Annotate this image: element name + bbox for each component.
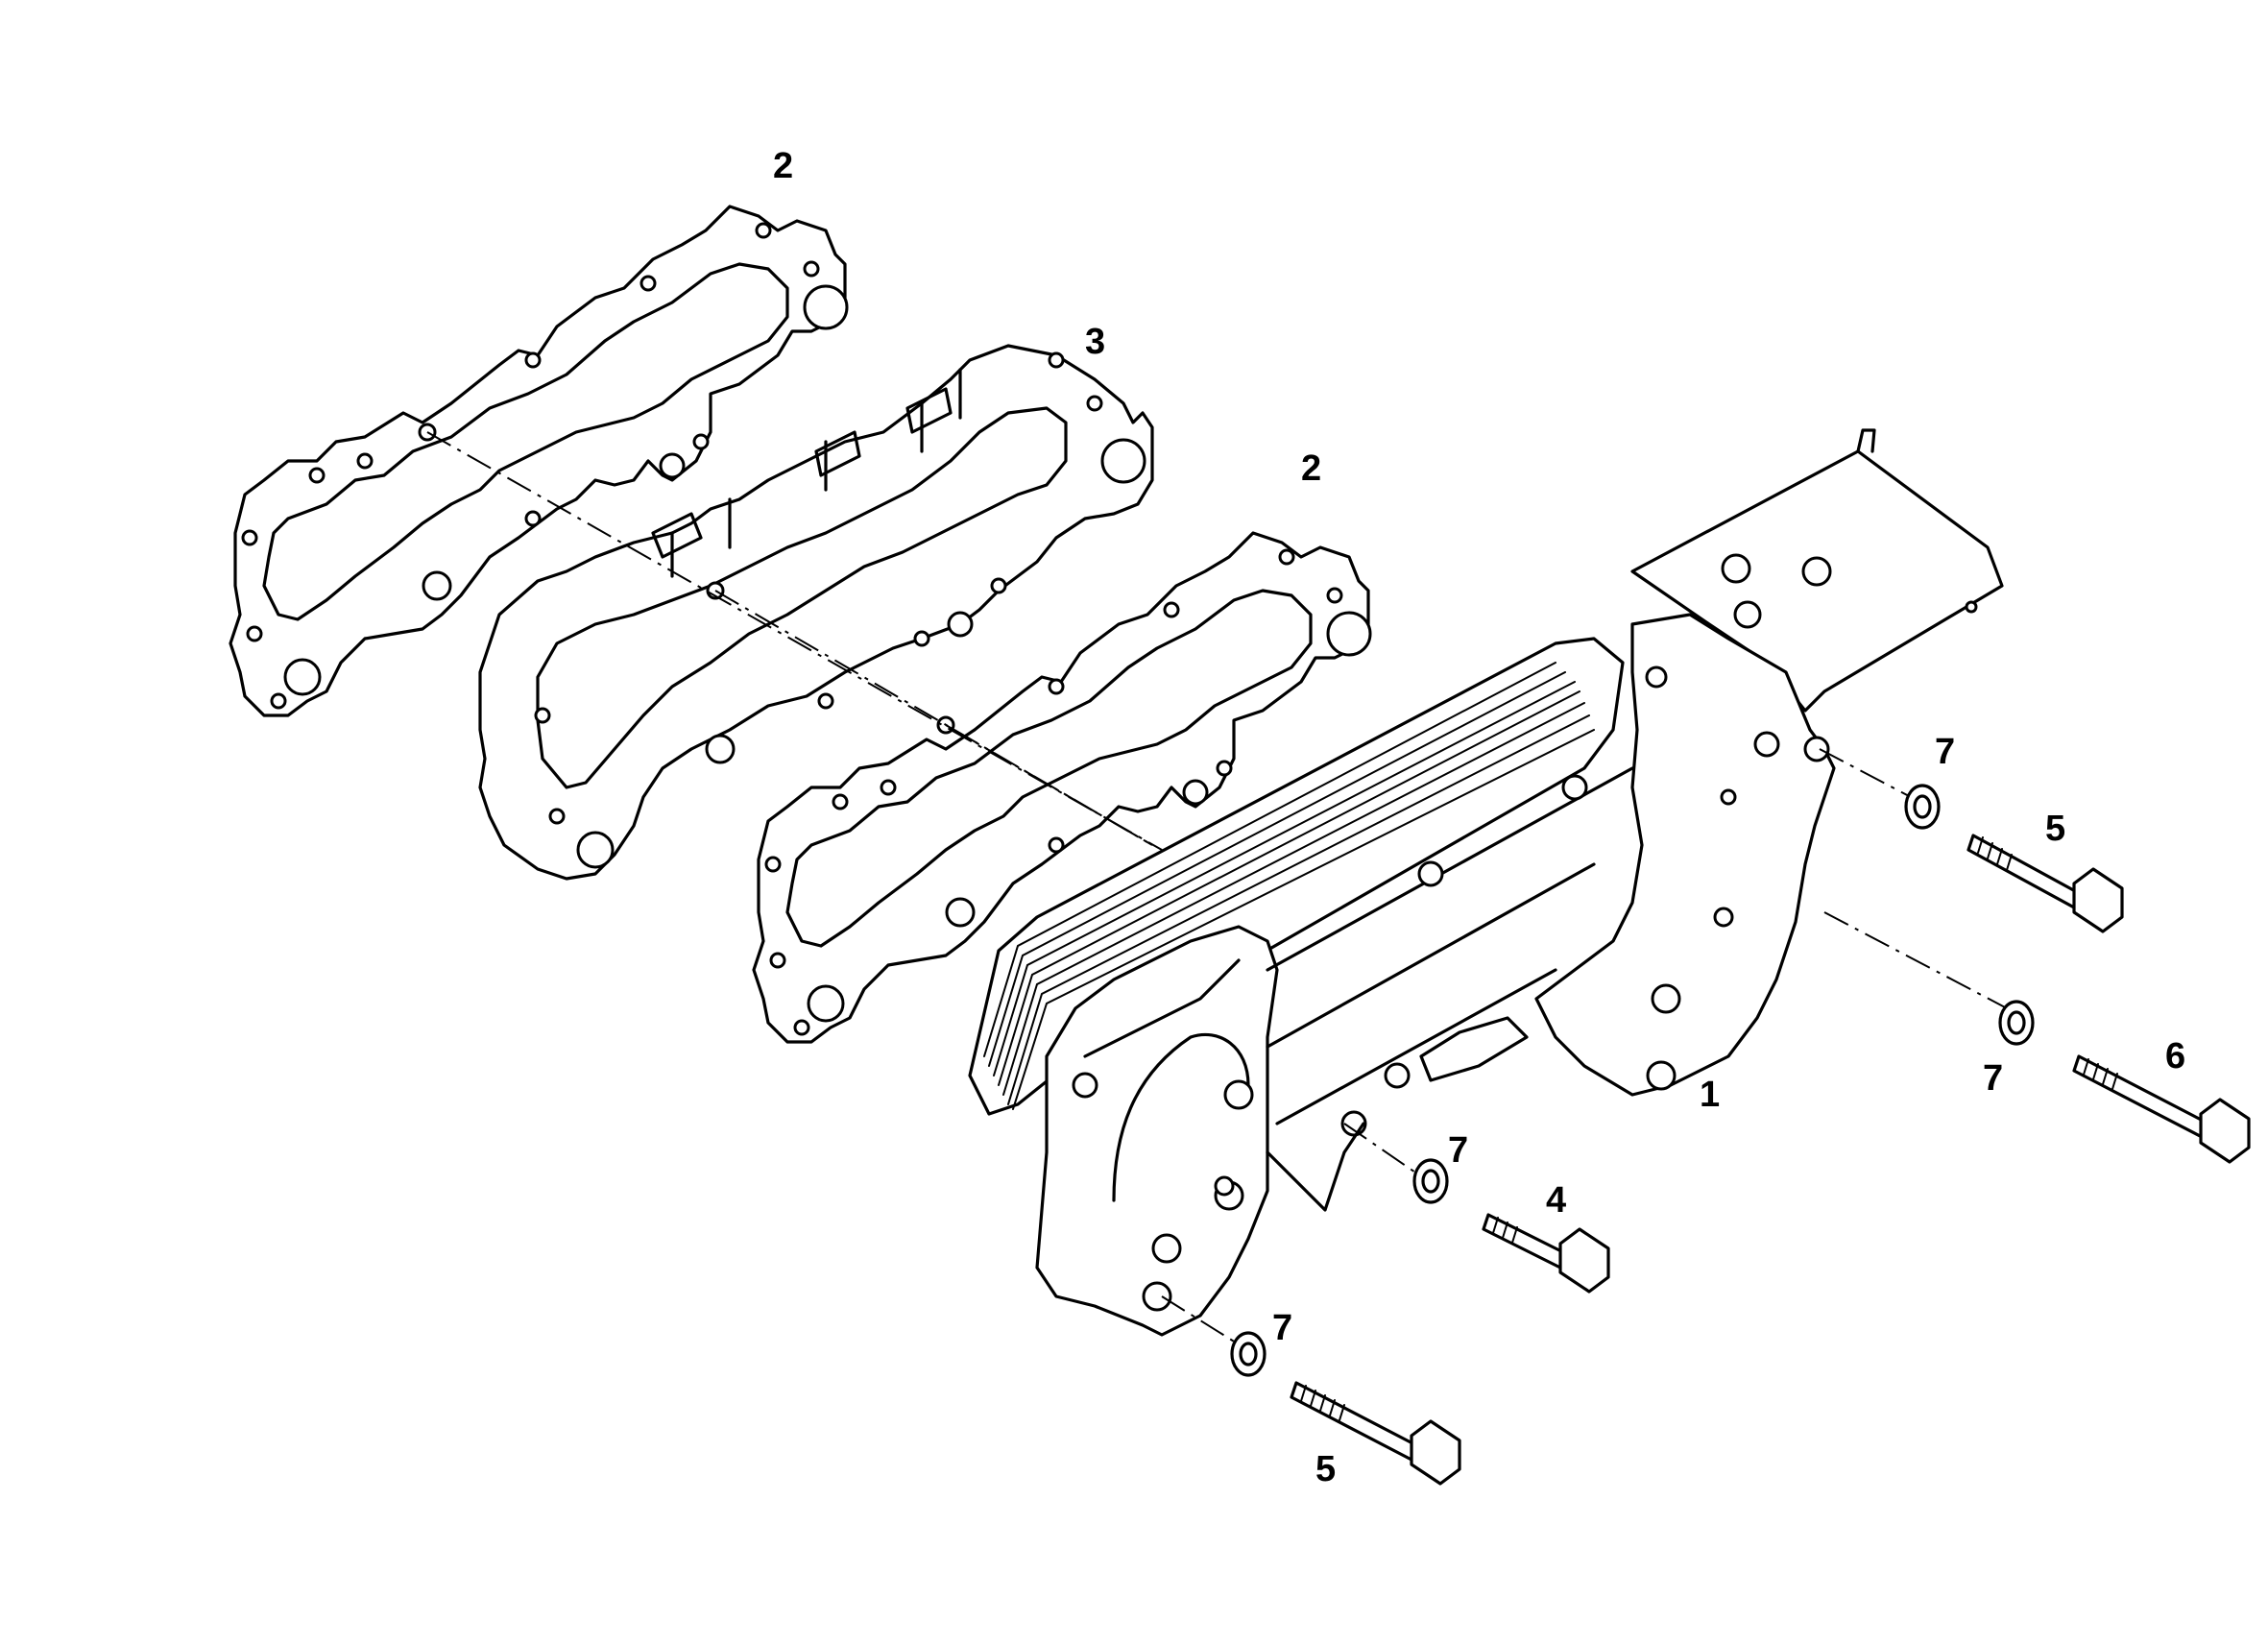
callout-washer-right: 7 (1983, 1058, 2003, 1099)
callout-washer-upper: 7 (1935, 732, 1955, 772)
gasket-middle (752, 531, 1372, 1044)
callout-gasket-top: 2 (773, 146, 793, 186)
washer-right (1998, 1000, 2035, 1046)
callout-bolt-lower: 5 (1315, 1449, 1336, 1489)
oil-cooler (968, 428, 2004, 1337)
alignment-lines (426, 431, 2008, 1345)
washer-lower (1230, 1331, 1267, 1377)
callout-bolt-right: 6 (2165, 1036, 2185, 1077)
callout-washer-center: 7 (1448, 1130, 1468, 1171)
washer-center (1412, 1158, 1449, 1204)
callout-bolt-upper: 5 (2045, 809, 2065, 849)
gasket-top (229, 205, 849, 717)
spacer-plate (478, 344, 1154, 881)
callout-gasket-middle: 2 (1301, 448, 1321, 489)
washer-upper (1904, 784, 1941, 830)
callout-oil-cooler: 1 (1700, 1075, 1720, 1115)
bolt-upper (1966, 834, 2124, 933)
bolt-right (2072, 1054, 2251, 1164)
callout-spacer-plate: 3 (1085, 322, 1105, 362)
bolt-center (1482, 1213, 1610, 1294)
callout-bolt-center: 4 (1546, 1180, 1566, 1221)
bolt-lower (1290, 1381, 1461, 1486)
callout-washer-lower: 7 (1272, 1308, 1292, 1348)
